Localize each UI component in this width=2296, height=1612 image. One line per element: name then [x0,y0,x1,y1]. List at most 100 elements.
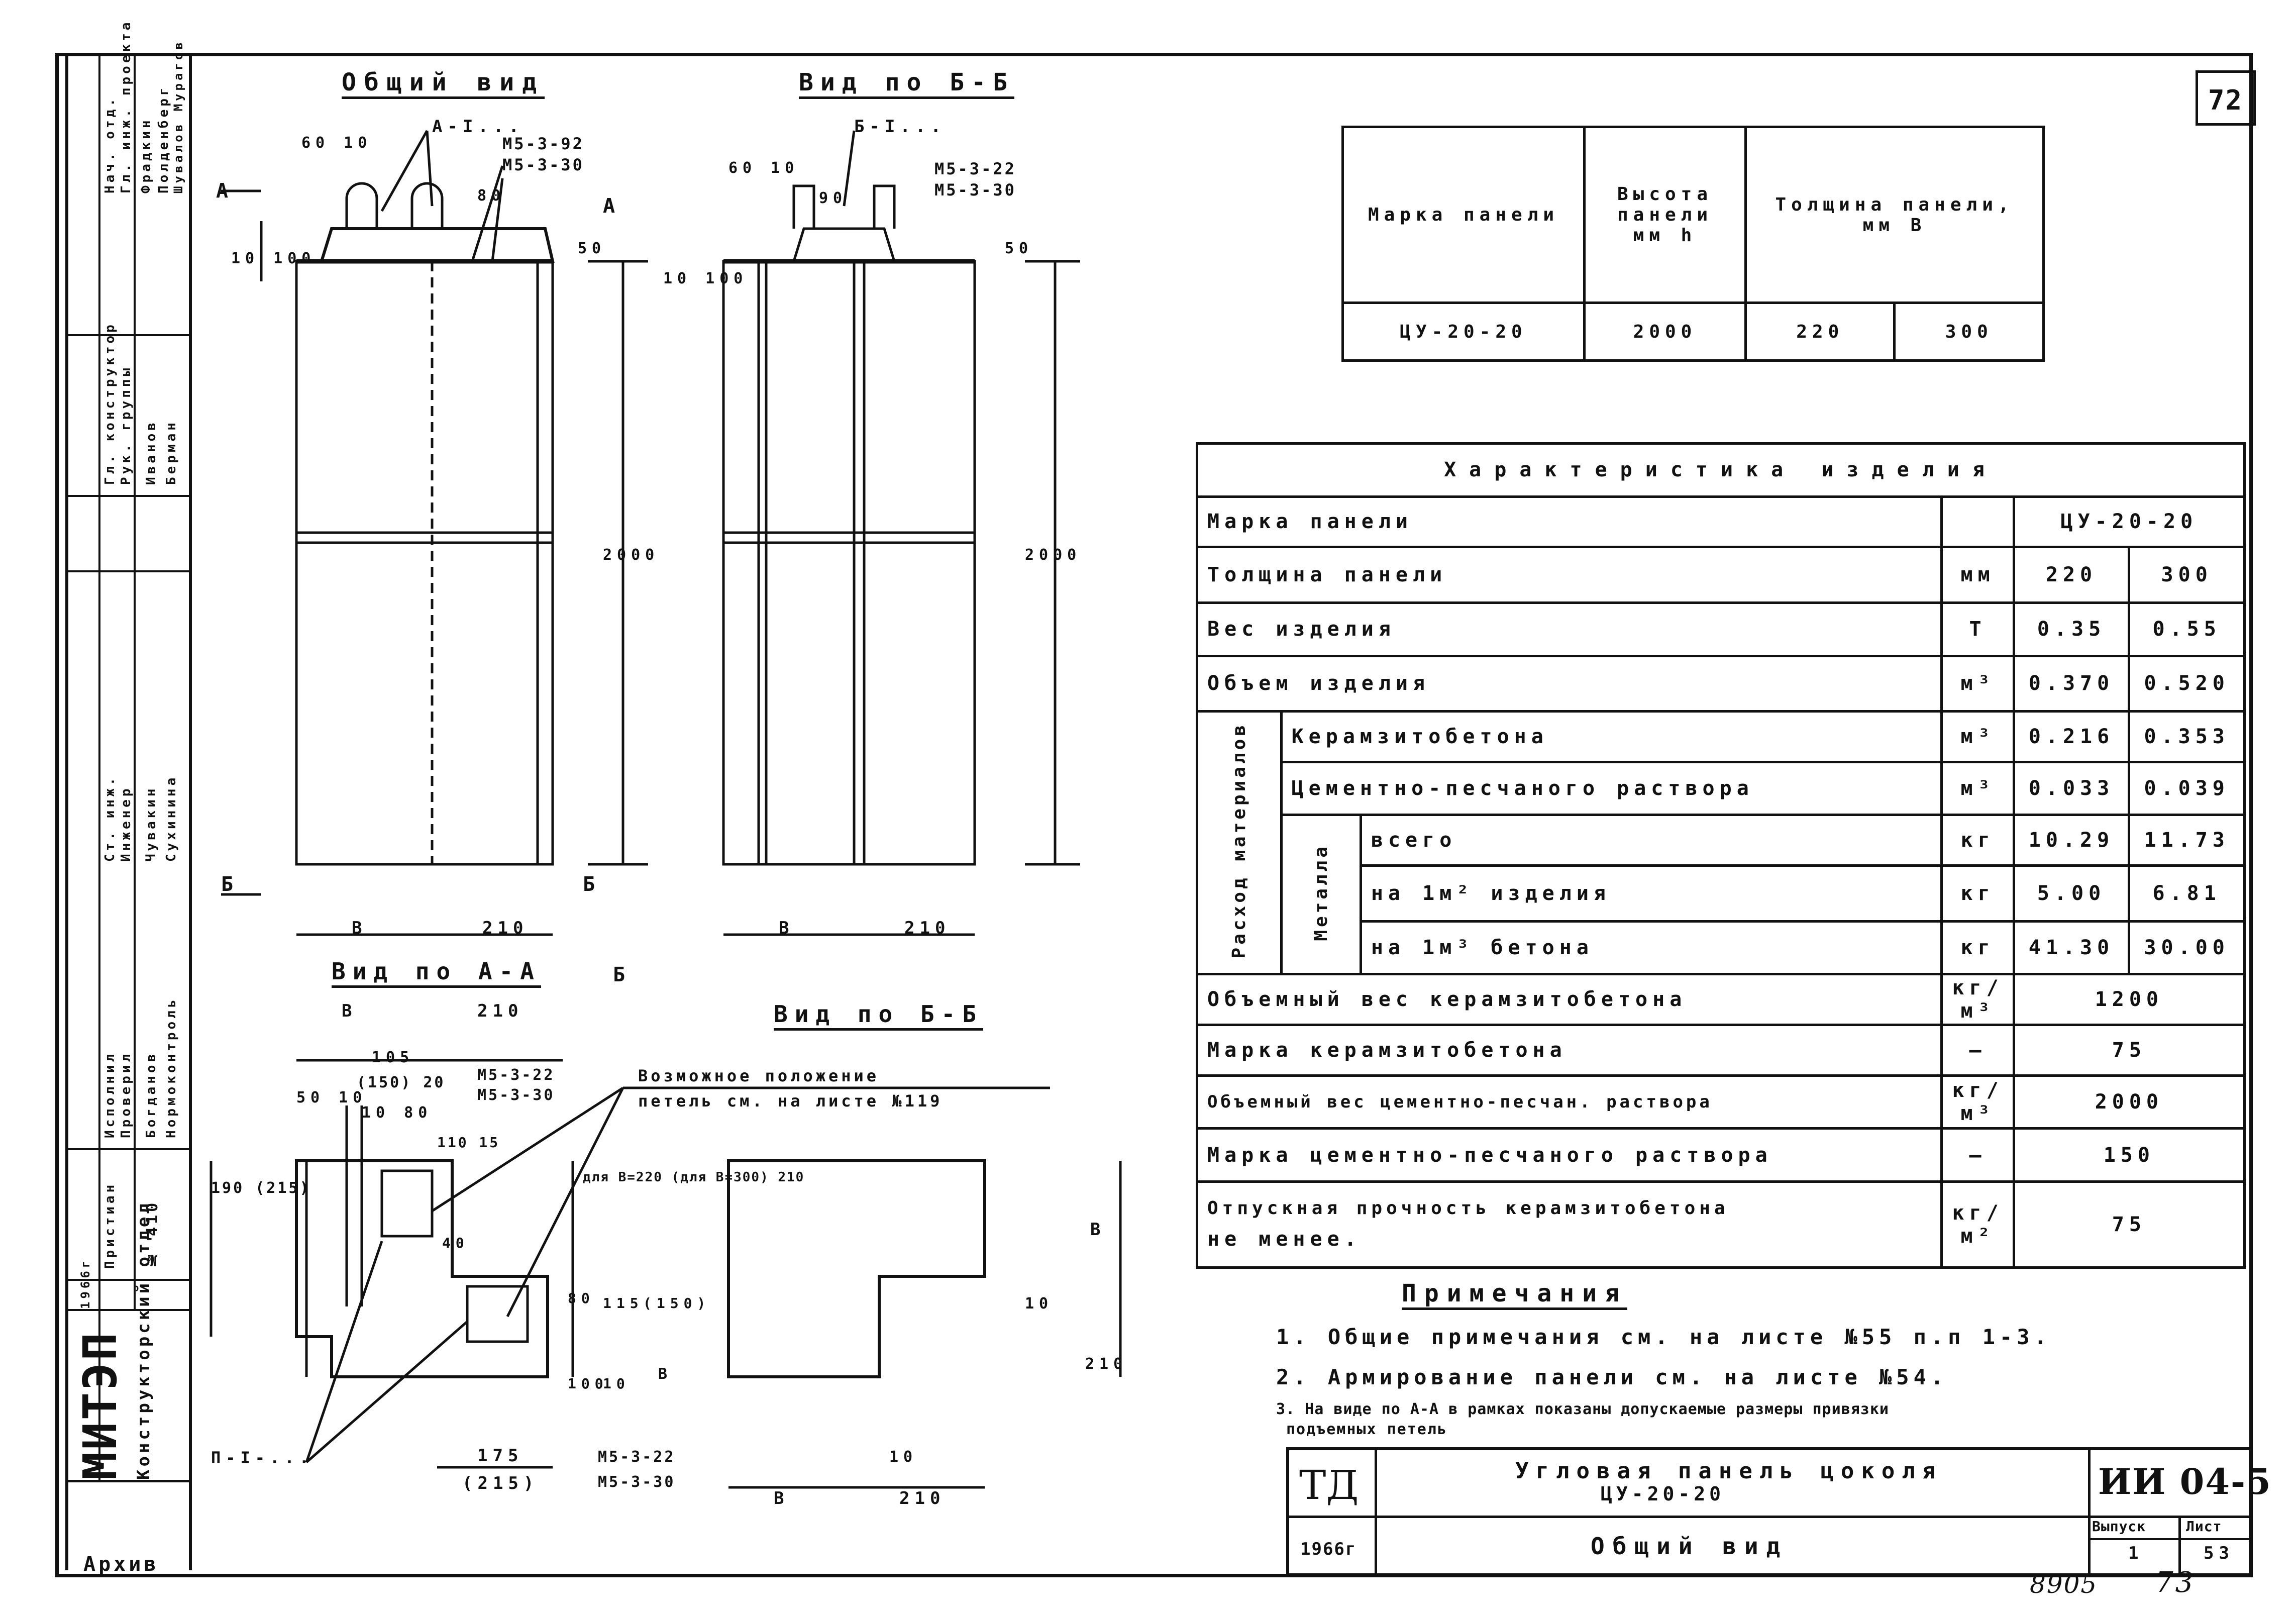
dim-label: В [352,918,367,938]
title-block: ТД 1966г Угловая панель цоколя ЦУ-20-20 … [1286,1447,2271,1576]
char-row-unit: мм [1940,546,2015,604]
char-row-unit: кг/м³ [1940,973,2015,1027]
left-stamp: МИТЭП Конструкторский отдел Архив Нач. о… [65,20,192,1576]
dim-label: 40 [442,1235,469,1251]
char-row-label: Марка керамзитобетона [1195,1024,1943,1077]
view-title-bb-bottom: Вид по Б-Б [774,1000,983,1028]
dim-label: 210 [477,1001,524,1021]
char-row-label: Объемный вес керамзитобетона [1195,973,1943,1027]
dim-label: для В=220 (для В=300) 210 [583,1170,805,1185]
view-title-general: Общий вид [342,68,545,96]
embedded-part-label: М5-3-30 [598,1473,676,1491]
panel-table: Марка панели Высота панели мм h Толщина … [1341,126,2045,362]
char-row-value: 0.35 [2012,601,2131,657]
char-row-value: 30.00 [2128,920,2246,976]
section-mark: А [216,179,234,203]
char-row-value: 6.81 [2128,864,2246,923]
dim-label: 10 [603,1375,630,1392]
char-row-value: 220 [2012,546,2131,604]
char-row-value: 1200 [2012,973,2246,1027]
dim-label: 10 100 [663,270,748,287]
char-last-label: Отпускная прочность керамзитобетона [1207,1198,1729,1219]
char-row-value: 75 [2012,1024,2246,1077]
note-3: подъемных петель [1286,1421,1447,1438]
footer-number: 73 [2155,1566,2196,1599]
embedded-part-label: М5-3-22 [477,1066,555,1084]
title-vypusk-label: Выпуск [2092,1518,2146,1535]
panel-table-header-thickness: Толщина панели, мм В [1744,126,2045,304]
dim-label: (150) [643,1295,711,1312]
loop-note: петель см. на листе №119 [638,1091,943,1111]
char-row-unit: кг/м³ [1940,1074,2015,1130]
panel-table-header-mark: Марка панели [1341,126,1586,304]
dim-label: В [774,1488,789,1508]
dim-label: 10 80 [362,1104,433,1122]
dim-label: 115 [603,1295,644,1312]
section-mark: А [603,194,620,218]
title-list: 53 [2204,1543,2234,1563]
dim-label: В [658,1365,673,1383]
char-row-unit [1940,495,2015,549]
dim-label: 2000 [1025,546,1082,564]
char-row-value: 300 [2128,546,2246,604]
sheet-number-top: 72 [2208,84,2243,116]
dim-label: 210 [904,918,951,938]
note-2: 2. Армирование панели см. на листе №54. [1276,1365,1948,1389]
panel-table-height: 2000 [1583,301,1747,362]
embedded-part-label: М5-3-22 [934,159,1016,178]
char-row-value: 0.033 [2012,760,2131,817]
embedded-part-label: М5-3-30 [502,155,584,174]
dim-label: 60 10 [728,159,799,177]
footer-number: 8905 [2030,1570,2098,1599]
view-title-bb-top: Вид по Б-Б [799,68,1014,96]
char-metal-label: на 1м² изделия [1359,864,1943,923]
dim-label: 100 [568,1375,608,1392]
dim-label: 10 [889,1448,918,1466]
char-metal-label: всего [1359,814,1943,867]
char-row-value: 0.370 [2012,654,2131,713]
char-row-value: 2000 [2012,1074,2246,1130]
stamp-archive: Архив [83,1553,159,1576]
dim-label: 105 [372,1049,414,1066]
dim-label: 50 10 [296,1089,367,1106]
section-mark: Б [221,873,239,896]
dim-label: 60 10 [301,134,372,152]
char-last-label: не менее. [1207,1228,1362,1251]
char-row-value: 150 [2012,1127,2246,1183]
dim-label: 110 15 [437,1134,500,1151]
char-row-unit: кг [1940,814,2015,867]
panel-table-thickness: 300 [1893,301,2045,362]
dim-label: 90 [819,189,848,207]
char-last-label-cell: Отпускная прочность керамзитобетона не м… [1195,1180,1943,1269]
char-row-label: Марка цементно-песчаного раствора [1195,1127,1943,1183]
characteristics-table: Характеристика изделия Марка панели ЦУ-2… [1195,442,2246,1269]
dim-label: 10 100 [231,250,316,267]
title-line-2: ЦУ-20-20 [1601,1483,1725,1505]
title-list-label: Лист [2186,1518,2222,1535]
char-row-value: 10.29 [2012,814,2131,867]
char-row-value: 0.039 [2128,760,2246,817]
dim-label: 210 [1085,1355,1128,1373]
view-title-aa: Вид по А-А [332,958,541,985]
char-row-value: 0.353 [2128,710,2246,763]
char-row-unit: Т [1940,601,2015,657]
section-mark: Б [613,963,631,986]
section-mark: Б [583,873,600,896]
dim-label: 50 [578,240,606,257]
sheet-number-box: 72 [2196,70,2256,126]
note-3: 3. На виде по А-А в рамках показаны допу… [1276,1400,1889,1418]
title-subtitle: Общий вид [1591,1533,1789,1560]
panel-table-header-height: Высота панели мм h [1583,126,1747,304]
char-subrow-label: Цементно-песчаного раствора [1280,760,1943,817]
char-row-unit: м³ [1940,654,2015,713]
char-row-value: 0.216 [2012,710,2131,763]
dim-label: (150) 20 [357,1074,446,1091]
char-row-label: Объем изделия [1195,654,1943,713]
dim-label: В [779,918,794,938]
char-row-unit: м³ [1940,760,2015,817]
dim-label: 80 [477,187,506,205]
char-row-value: 75 [2012,1180,2246,1269]
embedded-part-label: М5-3-22 [598,1448,676,1466]
dim-label: 175 [477,1446,524,1466]
char-metal-label: на 1м³ бетона [1359,920,1943,976]
